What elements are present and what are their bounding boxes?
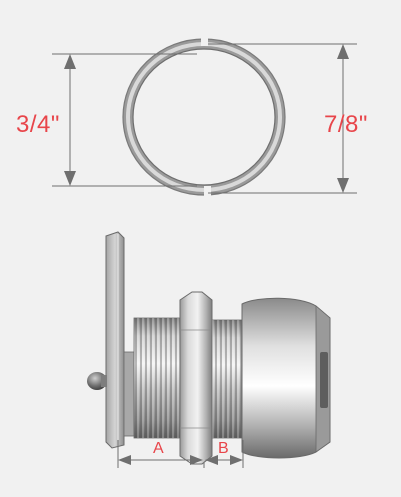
dimension-3-4 <box>52 53 197 187</box>
label-dimension-a: A <box>153 440 164 457</box>
split-ring <box>122 36 286 196</box>
dimension-a-b <box>117 440 244 468</box>
arrowhead-icon <box>337 178 349 193</box>
label-outer-diameter: 7/8" <box>324 111 368 138</box>
arrowhead-icon <box>64 54 76 69</box>
arrowhead-icon <box>64 171 76 186</box>
arrowhead-icon <box>230 455 243 465</box>
label-inner-diameter: 3/4" <box>16 111 60 138</box>
cam-lock <box>87 231 331 465</box>
arrowhead-icon <box>118 455 131 465</box>
arrowhead-icon <box>205 455 218 465</box>
dimension-7-8 <box>208 43 357 194</box>
label-dimension-b: B <box>218 440 229 457</box>
arrowhead-icon <box>190 455 203 465</box>
arrowhead-icon <box>337 44 349 59</box>
